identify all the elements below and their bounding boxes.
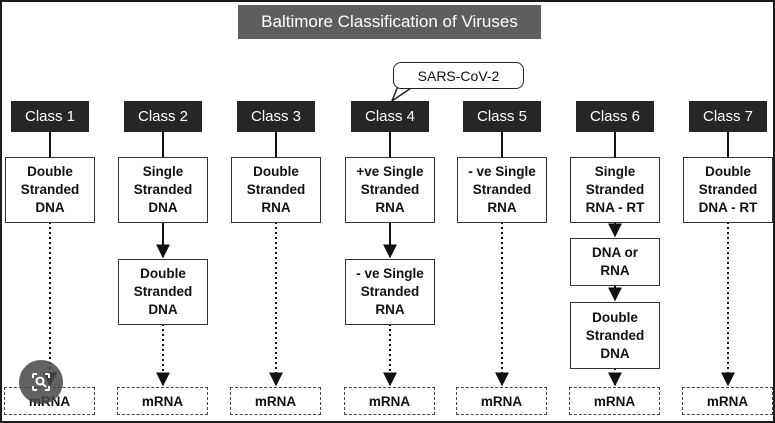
sars-cov-2-callout: SARS-CoV-2 <box>393 62 524 89</box>
class-3-genome-box: Double Stranded RNA <box>231 157 321 223</box>
class-7-header: Class 7 <box>689 101 767 132</box>
class-4-intermediate-box: - ve Single Stranded RNA <box>345 259 435 325</box>
class-6-genome-box: Single Stranded RNA - RT <box>570 157 660 223</box>
class-1-genome-box: Double Stranded DNA <box>5 157 95 223</box>
class-2-header: Class 2 <box>124 101 202 132</box>
class-6-intermediate-box: DNA or RNA <box>570 238 660 286</box>
image-search-button[interactable] <box>19 360 63 404</box>
class-7-mrna-box: mRNA <box>682 387 773 415</box>
class-5-mrna-box: mRNA <box>456 387 547 415</box>
class-4-genome-box: +ve Single Stranded RNA <box>345 157 435 223</box>
dotted-arrows <box>43 222 735 387</box>
class-6-mrna-box: mRNA <box>569 387 660 415</box>
image-search-icon <box>32 373 50 391</box>
header-connectors <box>49 132 729 157</box>
class-6-header: Class 6 <box>576 101 654 132</box>
diagram-title: Baltimore Classification of Viruses <box>238 5 541 39</box>
class-5-header: Class 5 <box>463 101 541 132</box>
class-3-mrna-box: mRNA <box>230 387 321 415</box>
class-4-mrna-box: mRNA <box>344 387 435 415</box>
class-3-header: Class 3 <box>237 101 315 132</box>
class-2-genome-box: Single Stranded DNA <box>118 157 208 223</box>
solid-arrows <box>156 222 622 302</box>
class-7-genome-box: Double Stranded DNA - RT <box>683 157 773 223</box>
class-5-genome-box: - ve Single Stranded RNA <box>457 157 547 223</box>
class-4-header: Class 4 <box>351 101 429 132</box>
class-1-header: Class 1 <box>11 101 89 132</box>
class-6-dsdna-box: Double Stranded DNA <box>570 302 660 369</box>
class-2-mrna-box: mRNA <box>117 387 208 415</box>
class-2-intermediate-box: Double Stranded DNA <box>118 259 208 325</box>
